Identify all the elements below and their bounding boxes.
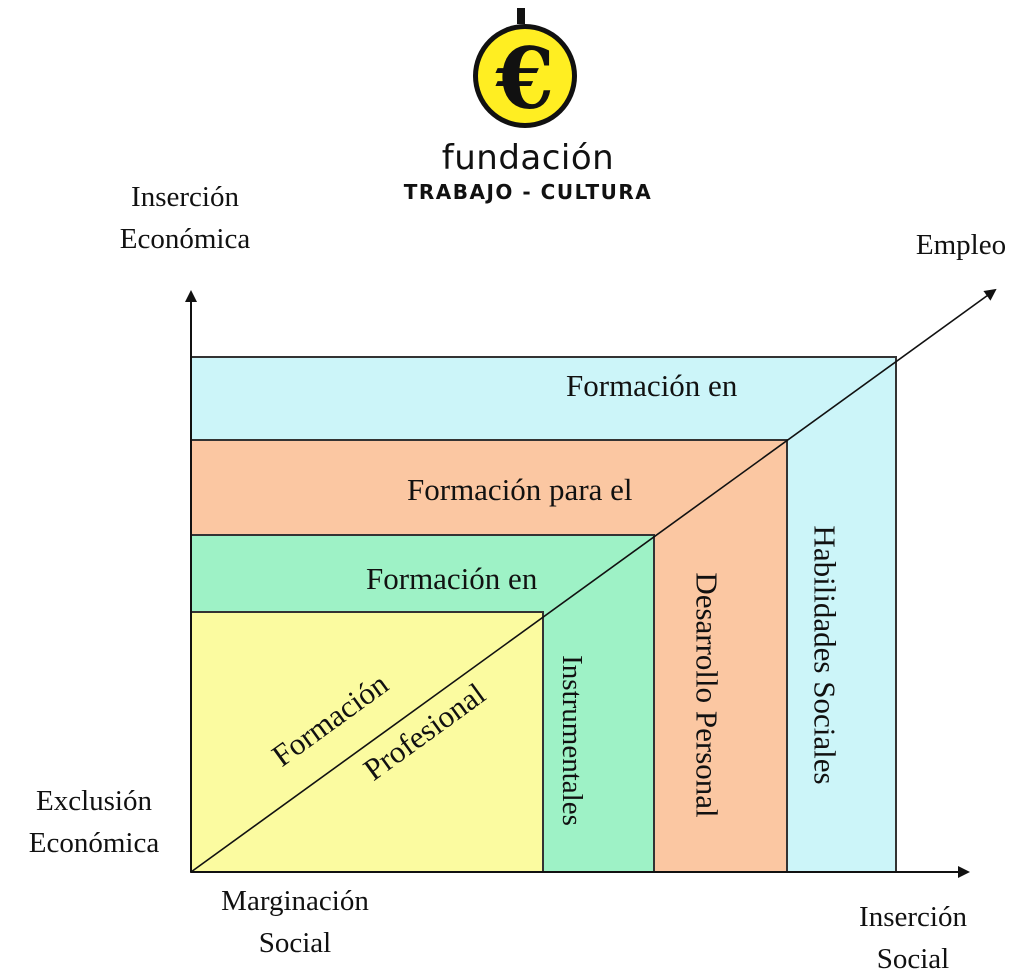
logo-tab bbox=[517, 8, 525, 24]
band-third-vertical-wrap: Desarrollo Personal bbox=[682, 530, 732, 860]
x-axis-label: Inserción Social bbox=[838, 896, 988, 980]
logo-fundacion: fundación bbox=[441, 138, 615, 178]
logo-trabajo-cultura: TRABAJO - CULTURA bbox=[403, 180, 653, 204]
logo-disc-icon bbox=[473, 8, 577, 128]
band-second-horizontal-label: Formación en bbox=[366, 561, 538, 596]
band-second-vertical-wrap: Instrumentales bbox=[546, 620, 596, 860]
origin-left-label: Exclusión Económica bbox=[0, 780, 188, 864]
y-axis-label-line2: Económica bbox=[119, 223, 251, 255]
y-axis-label-line1: Inserción bbox=[131, 181, 239, 213]
origin-bottom-label-line2: Social bbox=[258, 927, 332, 959]
origin-bottom-label-line1: Marginación bbox=[221, 885, 369, 917]
band-third-horizontal-label: Formación para el bbox=[407, 472, 633, 507]
y-axis-label: Inserción Económica bbox=[95, 176, 275, 260]
band-outer-horizontal-label: Formación en bbox=[566, 368, 738, 403]
band-outer-vertical-wrap: Habilidades Sociales bbox=[800, 450, 850, 860]
logo-letter: € bbox=[495, 28, 555, 128]
inner-diag-lower-wrap: Profesional bbox=[335, 676, 515, 787]
x-axis-label-line1: Inserción bbox=[859, 901, 967, 933]
band-outer-vertical-label: Habilidades Sociales bbox=[808, 525, 844, 785]
logo-face bbox=[478, 29, 572, 123]
band-third-vertical-label: Desarrollo Personal bbox=[690, 572, 726, 818]
x-axis-label-line2: Social bbox=[876, 943, 950, 975]
diagonal-axis-label: Empleo bbox=[915, 229, 1007, 261]
origin-bottom-label: Marginación Social bbox=[195, 880, 395, 964]
band-second-vertical-label: Instrumentales bbox=[555, 654, 588, 826]
origin-left-label-line2: Económica bbox=[28, 827, 160, 859]
diagonal-axis bbox=[190, 288, 997, 873]
origin-left-label-line1: Exclusión bbox=[36, 785, 152, 817]
